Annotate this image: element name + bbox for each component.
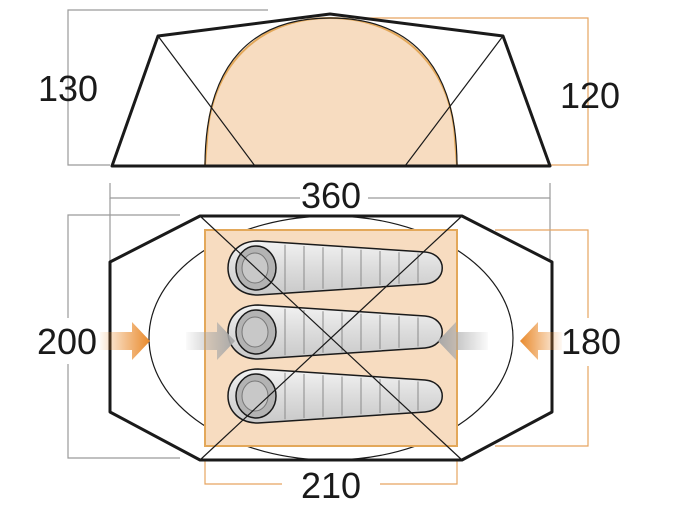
- arrow-left-icon: [520, 322, 562, 360]
- width-dimension-line: [67, 364, 180, 459]
- pole-line: [404, 35, 504, 167]
- arrow-right-icon: [186, 322, 235, 360]
- total-height-label: 130: [38, 68, 98, 109]
- pole-arc: [204, 17, 458, 167]
- pole-ellipse: [148, 215, 514, 461]
- length-dimension: 360: [109, 175, 551, 262]
- total-width-label: 200: [37, 321, 97, 362]
- inner-length-label: 210: [301, 465, 361, 506]
- height-dimension-line: [67, 9, 268, 166]
- sleeping-bags: [227, 240, 443, 424]
- sleeping-bag: [227, 304, 443, 360]
- pole-diagonal: [199, 215, 463, 461]
- length-dimension-line: [368, 183, 551, 199]
- side-view: 130 120: [38, 9, 620, 168]
- inner-width-dimension-line: [495, 229, 589, 318]
- total-length-label: 360: [301, 175, 361, 216]
- pole-line: [157, 35, 256, 167]
- length-dimension-line: [109, 183, 300, 199]
- inner-height-label: 120: [560, 75, 620, 116]
- arrow-left-icon: [438, 322, 488, 360]
- inner-width-label: 180: [561, 321, 621, 362]
- inner-tent-dome: [203, 16, 459, 167]
- width-dimension-line: [67, 214, 180, 318]
- floor-plan: 200 180 210: [37, 214, 621, 506]
- arrow-right-icon: [100, 322, 150, 360]
- inner-width-dimension-line: [495, 366, 589, 447]
